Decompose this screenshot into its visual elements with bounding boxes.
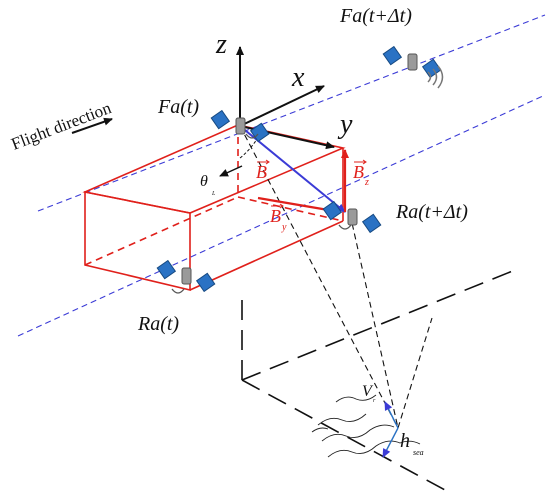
baseline-y-label: B y	[270, 203, 287, 233]
baseline-box	[82, 124, 346, 292]
satellite-icon	[382, 46, 442, 78]
h-label: h	[400, 430, 410, 452]
flight-direction-label: Flight direction	[9, 98, 115, 154]
baseline-label: B	[256, 159, 270, 182]
label-ra-t: Ra(t)	[137, 313, 179, 335]
svg-text:B: B	[270, 206, 281, 226]
svg-text:B: B	[256, 162, 267, 182]
baseline-z-label: B z	[353, 159, 369, 188]
label-fa-t: Fa(t)	[157, 96, 199, 118]
label-fa-t-dt: Fa(t+Δt)	[339, 5, 412, 27]
wave-icon	[311, 394, 421, 458]
orbit-line-lower	[17, 94, 546, 337]
theta-sub: L	[211, 191, 216, 197]
theta-label: θ	[200, 173, 208, 190]
signal-wave-icon	[427, 65, 444, 89]
svg-text:y: y	[281, 222, 287, 233]
theta-arrow	[219, 165, 243, 177]
ground-axes	[241, 267, 521, 491]
label-ra-t-dt: Ra(t+Δt)	[395, 201, 468, 223]
antenna-icon	[171, 133, 352, 294]
h-sub: sea	[413, 448, 424, 457]
svg-text:B: B	[353, 162, 364, 182]
v-sub: r	[373, 398, 376, 404]
axis-z-label: z	[215, 29, 227, 60]
axis-x-label: x	[291, 62, 305, 93]
svg-text:z: z	[364, 177, 369, 188]
projection-lines	[239, 125, 433, 429]
axis-x-arrow	[239, 85, 325, 127]
satellite-icon	[156, 260, 216, 292]
look-angle-arc	[239, 138, 258, 159]
v-arrow	[384, 401, 399, 429]
axis-y-label: y	[337, 109, 353, 140]
orbit-line-upper	[37, 14, 546, 212]
h-arrow	[382, 427, 399, 458]
flight-direction-arrow	[71, 117, 113, 134]
v-label: V	[362, 383, 374, 400]
satellite-icon	[322, 201, 382, 233]
